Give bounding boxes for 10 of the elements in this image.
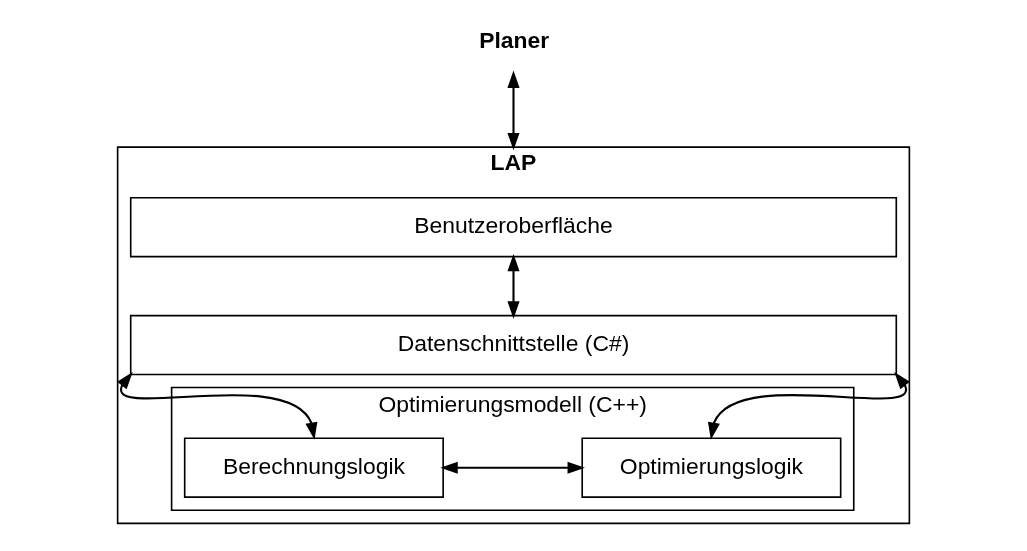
- arrow: [117, 371, 318, 440]
- arrow: [707, 371, 910, 440]
- arrow: [507, 253, 520, 319]
- arrow: [507, 70, 520, 151]
- node-box: Datenschnittstelle (C#): [129, 314, 898, 376]
- arrow: [440, 461, 585, 474]
- node-box: Berechnungslogik: [183, 437, 444, 498]
- node-box: Optimierungslogik: [581, 437, 842, 498]
- node-box: Benutzeroberfläche: [129, 197, 898, 258]
- node-text: Planer: [479, 27, 550, 54]
